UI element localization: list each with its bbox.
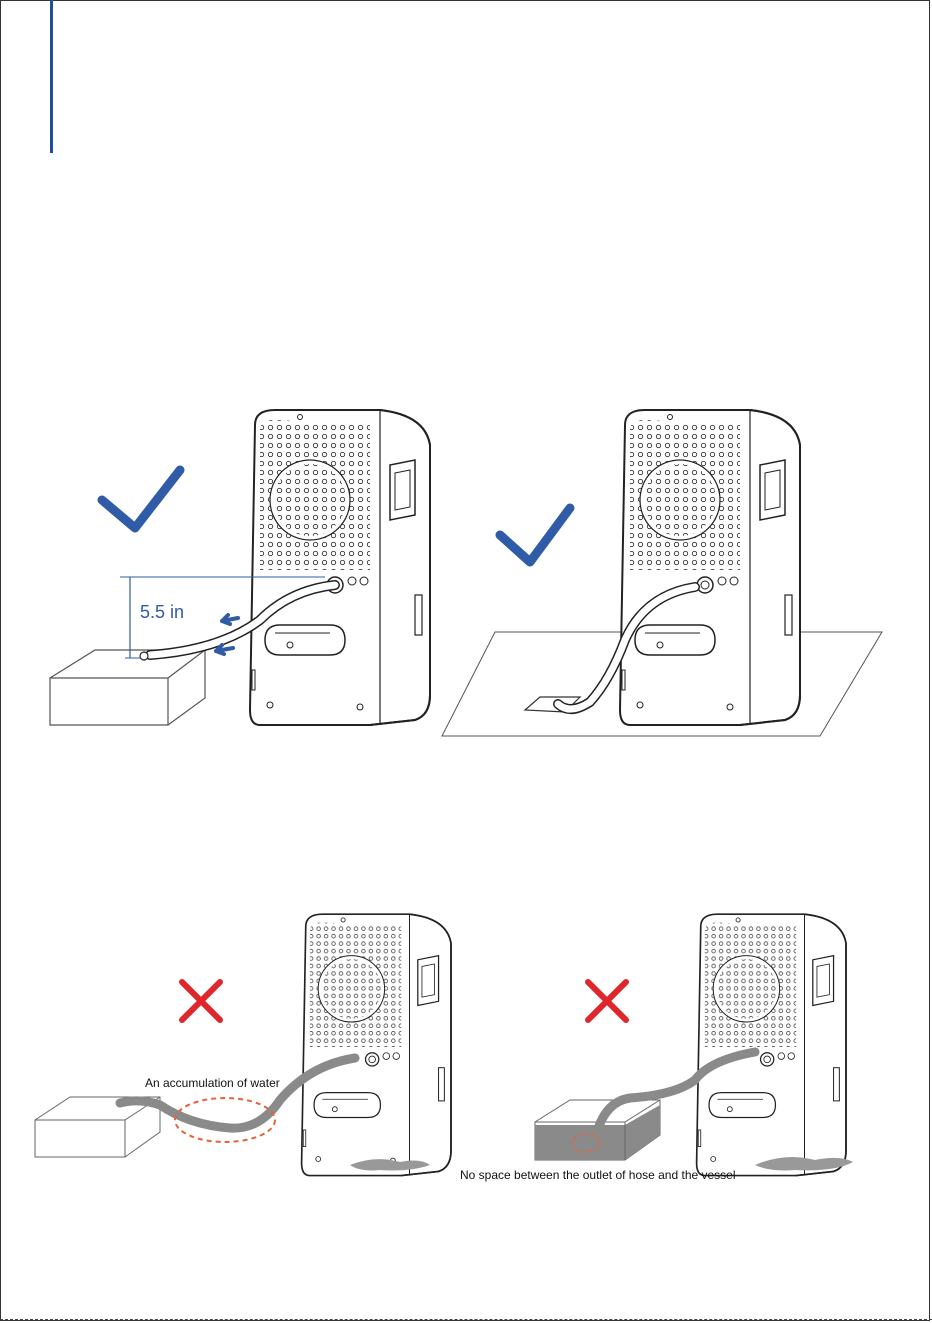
- arrow-icon: [222, 615, 238, 624]
- bottom-dashed-border: [0, 1319, 932, 1320]
- vessel-note: No space between the outlet of hose and …: [460, 1168, 736, 1182]
- dehumidifier-unit: [302, 914, 451, 1175]
- check-icon: [500, 508, 570, 562]
- dehumidifier-unit: [250, 410, 430, 725]
- accumulation-note: An accumulation of water: [145, 1076, 280, 1090]
- cross-icon: [588, 982, 626, 1020]
- panel-top-right: [440, 380, 890, 740]
- panel-top-left: 5.5 in: [40, 380, 440, 740]
- panel-bottom-right: No space between the outlet of hose and …: [455, 900, 875, 1190]
- cross-icon: [182, 982, 220, 1020]
- dehumidifier-unit: [620, 410, 800, 725]
- dehumidifier-unit: [697, 914, 846, 1175]
- water-container: [35, 1097, 160, 1157]
- check-icon: [102, 470, 180, 528]
- accent-bar: [50, 0, 53, 153]
- panel-bottom-left: An accumulation of water: [30, 900, 450, 1180]
- water-container: [50, 650, 205, 725]
- height-label: 5.5 in: [140, 602, 184, 622]
- arrow-icon: [216, 645, 233, 654]
